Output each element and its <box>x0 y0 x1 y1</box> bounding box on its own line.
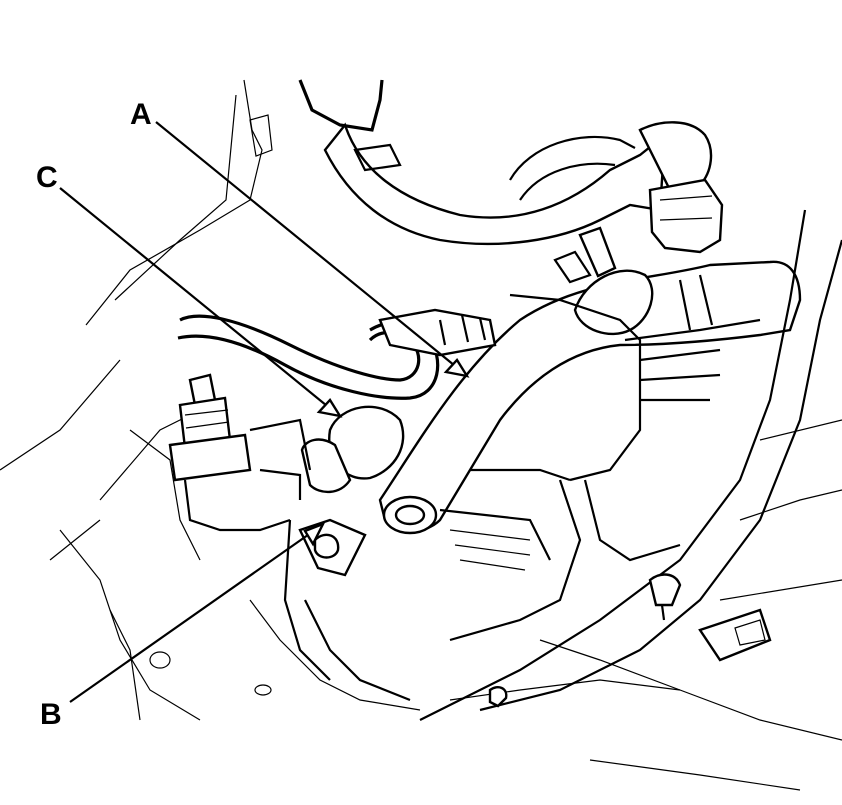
arrow-c <box>316 398 343 418</box>
leader-c <box>59 187 333 411</box>
hose-end-cap <box>300 405 405 494</box>
callout-label-c: C <box>36 161 58 194</box>
upper-hose <box>298 79 724 254</box>
left-fitting <box>168 373 312 532</box>
main-diagonal-hose <box>378 260 802 535</box>
canister-block <box>439 274 761 642</box>
leader-b <box>69 529 316 703</box>
vacuum-hose-loop <box>177 308 497 400</box>
leader-a <box>155 121 461 371</box>
bracket <box>283 518 411 702</box>
leader-lines <box>59 121 470 703</box>
callout-label-b: B <box>40 698 62 731</box>
callout-label-a: A <box>130 98 152 131</box>
background-structure <box>0 79 842 791</box>
frame-rail <box>419 209 842 721</box>
small-connector <box>509 135 636 284</box>
arrow-a <box>443 358 470 378</box>
arrow-b <box>303 521 326 547</box>
